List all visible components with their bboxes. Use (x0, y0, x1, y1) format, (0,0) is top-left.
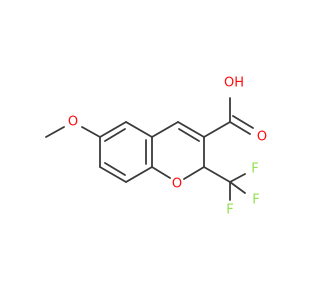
atom-layer: OH O O O F F F (68, 76, 267, 218)
atom-oh-label: OH (224, 76, 244, 91)
bond-c3-ccooh (203, 121, 231, 138)
atom-f3-label: F (226, 203, 233, 218)
bond-ccooh-o-double-a (229, 121, 251, 135)
atom-f1-label: F (251, 162, 258, 177)
bond-o1-c8a (151, 166, 171, 179)
bond-c6-c5-inner (104, 128, 126, 142)
bond-c8a-c8 (125, 166, 153, 183)
bond-c2-o1 (183, 166, 205, 180)
bond-c6-omethoxy (81, 126, 101, 138)
bond-c2-ccf3 (203, 166, 231, 183)
molecule-canvas: OH O O O F F F (45, 76, 267, 218)
bond-c6-c5 (99, 121, 127, 138)
atom-o-ring-label: O (172, 177, 182, 192)
bond-layer (45, 97, 254, 201)
bond-ccf3-f1 (229, 173, 246, 183)
bond-ccooh-o-double-b (232, 115, 254, 129)
bond-omethoxy-ch3 (45, 126, 65, 138)
structure-diagram: OH O O O F F F (45, 76, 267, 218)
bond-c4a-c4 (151, 121, 179, 138)
bond-c8-c7-inner (104, 162, 126, 176)
bond-c8-c7 (99, 166, 127, 183)
bond-ccf3-f2 (229, 181, 246, 194)
bond-c5-c4a (125, 121, 153, 138)
bond-c4-c3-inner (178, 128, 200, 142)
atom-o-methoxy-label: O (68, 115, 78, 130)
atom-f2-label: F (252, 193, 259, 208)
atom-o-carbonyl-label: O (257, 130, 267, 145)
bond-c4-c3 (177, 121, 205, 138)
